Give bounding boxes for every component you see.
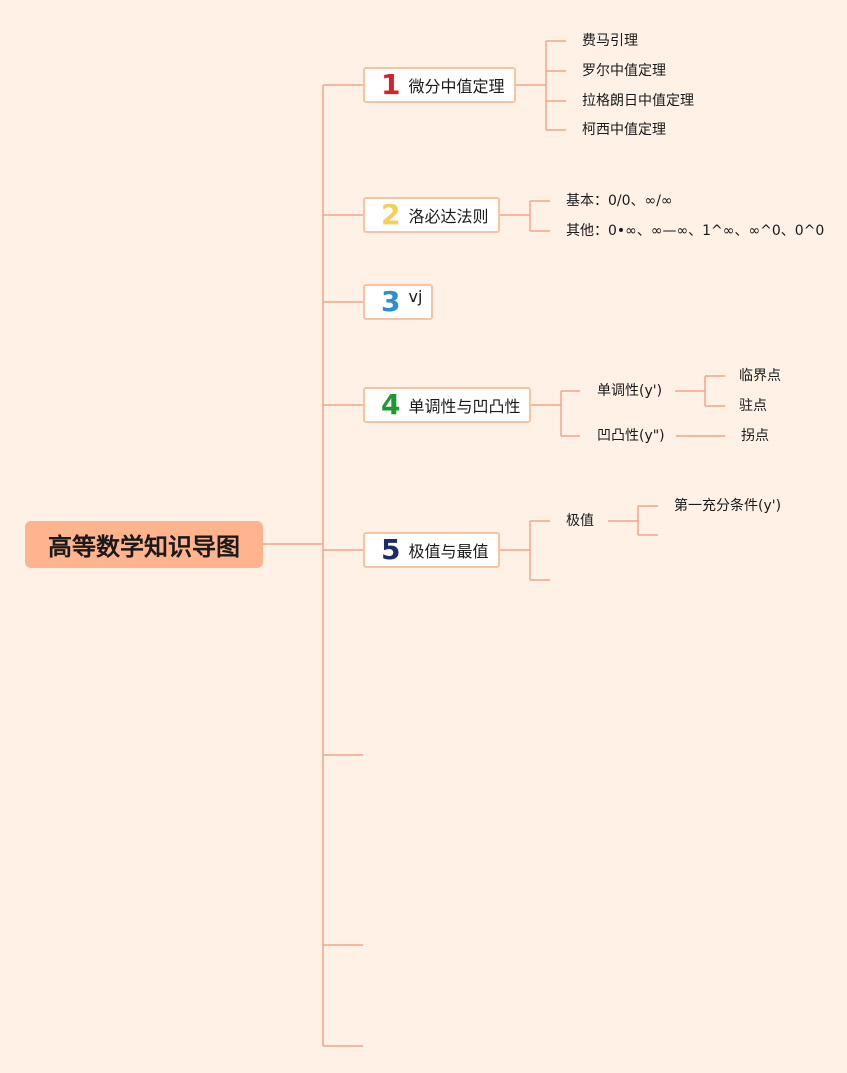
branch-4-number: 4 <box>381 388 401 421</box>
branch-3-node[interactable]: 3 vj <box>363 284 433 320</box>
branch-5-child-1[interactable]: 极值 <box>566 513 594 529</box>
branch-2-number: 2 <box>381 198 401 231</box>
branch-1-child-2[interactable]: 罗尔中值定理 <box>582 63 666 79</box>
branch-1-child-3[interactable]: 拉格朗日中值定理 <box>582 93 694 109</box>
branch-5-number: 5 <box>381 533 401 566</box>
branch-1-node[interactable]: 1 微分中值定理 <box>363 67 516 103</box>
branch-4-child-2[interactable]: 凹凸性(y") <box>597 428 665 444</box>
branch-1-child-4[interactable]: 柯西中值定理 <box>582 122 666 138</box>
branch-4-grandchild-3[interactable]: 拐点 <box>741 428 769 444</box>
branch-5-node[interactable]: 5 极值与最值 <box>363 532 500 568</box>
branch-4-title: 单调性与凹凸性 <box>408 397 521 416</box>
branch-3-title: vj <box>408 286 423 306</box>
root-title: 高等数学知识导图 <box>48 533 240 561</box>
branch-1-child-1[interactable]: 费马引理 <box>582 33 638 49</box>
branch-2-child-1[interactable]: 基本：0/0、∞/∞ <box>566 193 673 209</box>
branch-5-grandchild-1[interactable]: 第一充分条件(y') <box>674 498 782 514</box>
branch-2-node[interactable]: 2 洛必达法则 <box>363 197 500 233</box>
branch-4-grandchild-1[interactable]: 临界点 <box>739 368 781 384</box>
branch-1-number: 1 <box>381 68 401 101</box>
branch-2-child-2[interactable]: 其他：0•∞、∞—∞、1^∞、∞^0、0^0 <box>566 223 825 239</box>
branch-1-title: 微分中值定理 <box>408 77 505 96</box>
branch-5-title: 极值与最值 <box>408 542 489 561</box>
branch-4-child-1[interactable]: 单调性(y') <box>597 383 663 399</box>
branch-4-node[interactable]: 4 单调性与凹凸性 <box>363 387 531 423</box>
root-topic[interactable]: 高等数学知识导图 <box>25 521 263 568</box>
branch-2-title: 洛必达法则 <box>408 207 489 226</box>
branch-3-number: 3 <box>381 285 401 318</box>
branch-4-grandchild-2[interactable]: 驻点 <box>739 398 767 414</box>
